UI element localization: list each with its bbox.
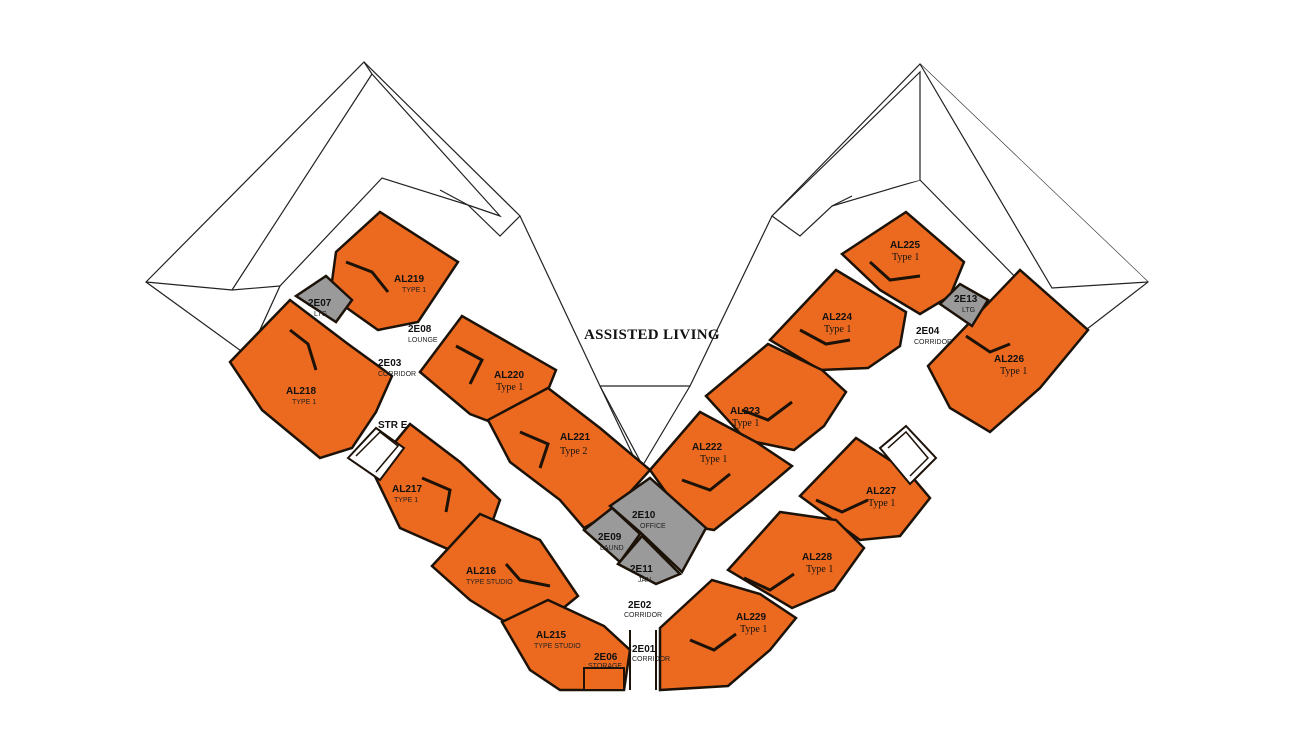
unit-type: Type 1 — [732, 418, 759, 429]
unit-type: TYPE 1 — [402, 287, 426, 294]
room-code: 2E11 — [630, 564, 653, 575]
room-2e07: 2E07 LTG — [293, 274, 354, 324]
unit-label: AL222 — [692, 442, 722, 453]
unit-label: AL219 — [394, 274, 424, 285]
unit-type: Type 1 — [892, 252, 919, 263]
unit-label: AL218 — [286, 386, 316, 397]
unit-al226: AL226 Type 1 — [926, 268, 1090, 434]
room-2e11: 2E11 JAN — [616, 534, 683, 586]
unit-al218: AL218 TYPE 1 — [228, 298, 394, 460]
stair-left: STR E — [346, 420, 408, 482]
roof-left — [145, 61, 521, 357]
room-2e13: 2E13 LTG — [938, 282, 990, 328]
unit-label: AL215 — [536, 630, 566, 641]
unit-label: AL225 — [890, 240, 920, 251]
room-2e03-name: CORRIDOR — [378, 371, 416, 378]
unit-type: Type 1 — [496, 382, 523, 393]
room-2e01-name: CORRIDOR — [632, 656, 670, 663]
unit-al219: AL219 TYPE 1 — [328, 210, 460, 332]
unit-type: TYPE STUDIO — [534, 643, 581, 650]
stair-label: STR E — [378, 420, 408, 431]
unit-al227: AL227 Type 1 — [798, 436, 932, 542]
unit-type: Type 1 — [1000, 366, 1027, 377]
unit-type: Type 1 — [868, 498, 895, 509]
plan-title: ASSISTED LIVING — [584, 327, 720, 343]
room-code: 2E13 — [954, 294, 978, 305]
unit-type: TYPE 1 — [292, 399, 316, 406]
room-name: LAUND — [600, 545, 624, 552]
unit-label: AL227 — [866, 486, 896, 497]
unit-label: AL217 — [392, 484, 422, 495]
room-2e04-code: 2E04 — [916, 326, 940, 337]
room-code: 2E10 — [632, 510, 656, 521]
room-2e03-code: 2E03 — [378, 358, 402, 369]
room-name: JAN — [638, 577, 651, 584]
unit-type: Type 1 — [740, 624, 767, 635]
unit-label: AL220 — [494, 370, 524, 381]
room-2e08-code: 2E08 — [408, 324, 432, 335]
unit-label: AL229 — [736, 612, 766, 623]
unit-type: Type 2 — [560, 446, 587, 457]
stair-right — [878, 424, 938, 486]
room-name: LTG — [962, 307, 975, 314]
unit-type: TYPE STUDIO — [466, 579, 513, 586]
unit-label: AL224 — [822, 312, 852, 323]
room-2e02-code: 2E02 — [628, 600, 652, 611]
room-name: OFFICE — [640, 523, 666, 530]
room-code: 2E09 — [598, 532, 622, 543]
unit-label: AL228 — [802, 552, 832, 563]
unit-type: Type 1 — [700, 454, 727, 465]
interior-walls — [289, 260, 1011, 652]
room-2e09: 2E09 LAUND — [582, 506, 642, 564]
corridor-labels: 2E08 LOUNGE 2E03 CORRIDOR 2E04 CORRIDOR … — [378, 324, 952, 663]
unit-type: Type 1 — [806, 564, 833, 575]
room-code: 2E06 — [594, 652, 618, 663]
unit-label: AL226 — [994, 354, 1024, 365]
unit-type: Type 1 — [824, 324, 851, 335]
unit-type: TYPE 1 — [394, 497, 418, 504]
unit-al229: AL229 Type 1 — [658, 578, 798, 692]
room-2e08-name: LOUNGE — [408, 337, 438, 344]
room-code: 2E07 — [308, 298, 332, 309]
unit-al228: AL228 Type 1 — [726, 510, 866, 610]
room-2e04-name: CORRIDOR — [914, 339, 952, 346]
room-name: STORAGE — [588, 663, 622, 670]
room-2e06: 2E06 STORAGE — [583, 652, 625, 691]
room-name: LTG — [314, 311, 327, 318]
room-2e02-name: CORRIDOR — [624, 612, 662, 619]
room-2e01-code: 2E01 — [632, 644, 656, 655]
unit-label: AL216 — [466, 566, 496, 577]
unit-label: AL221 — [560, 432, 590, 443]
